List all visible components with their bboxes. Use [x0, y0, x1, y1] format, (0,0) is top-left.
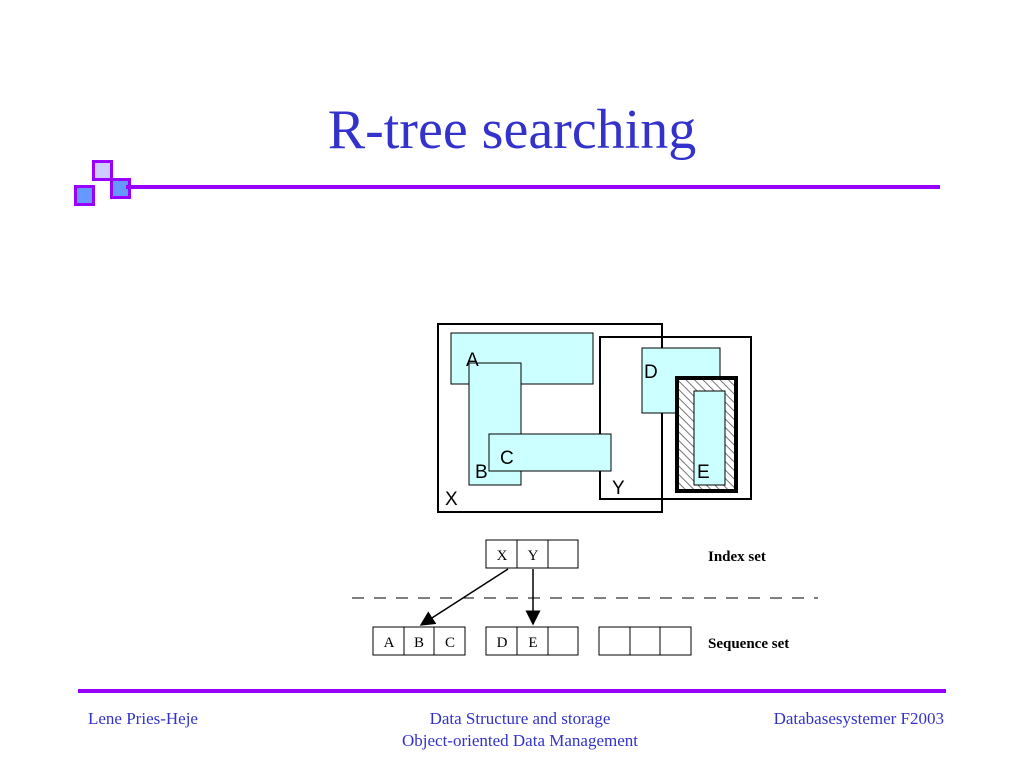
label-a: A	[466, 350, 479, 371]
footer-course: Data Structure and storage Object-orient…	[370, 708, 670, 752]
sequence-node-1	[372, 626, 466, 656]
seq2-cell-1: D	[497, 635, 508, 651]
bounding-box-y	[599, 336, 752, 500]
seq1-cell-1: A	[384, 635, 395, 651]
label-e: E	[697, 462, 710, 483]
seq2-cell-2: E	[528, 635, 537, 651]
footer-course-code: Databasesystemer F2003	[773, 709, 944, 728]
footer-course-line-2: Object-oriented Data Management	[401, 731, 638, 750]
logo-square-top	[92, 160, 113, 181]
index-cell-1: X	[497, 548, 508, 564]
slide-title: R-tree searching	[327, 99, 697, 161]
region-c	[488, 433, 612, 472]
index-cell-2: Y	[528, 548, 539, 564]
pointer-x	[419, 568, 509, 626]
sequence-set-label: Sequence set	[708, 636, 789, 652]
footer-divider	[78, 689, 946, 693]
sequence-node-2	[485, 626, 579, 656]
title-divider	[126, 185, 940, 189]
index-node	[485, 539, 579, 569]
index-set-label: Index set	[708, 549, 766, 565]
footer-author: Lene Pries-Heje	[88, 709, 198, 728]
label-x: X	[445, 489, 458, 510]
bounding-box-x	[437, 323, 663, 513]
label-d: D	[644, 362, 658, 383]
label-b: B	[475, 462, 488, 483]
region-e	[693, 390, 726, 486]
label-c: C	[500, 448, 514, 469]
seq1-cell-2: B	[414, 635, 424, 651]
footer-course-line-1: Data Structure and storage	[429, 709, 611, 728]
logo-square-left	[74, 185, 95, 206]
label-y: Y	[612, 478, 625, 499]
seq1-cell-3: C	[445, 635, 455, 651]
sequence-node-3	[598, 626, 692, 656]
